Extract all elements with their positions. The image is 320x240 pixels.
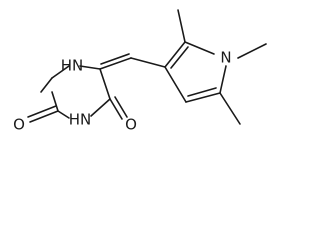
bond-methine-c3 <box>130 57 166 68</box>
bond-c4p-c3 <box>164 66 187 103</box>
atom-label-o-left: O <box>13 116 25 134</box>
bond-c4-n3 <box>90 98 111 117</box>
bond-n3-c2 <box>57 110 70 119</box>
bond-c5p-c4p-double <box>187 87 217 97</box>
bond-c2-o-left-b <box>27 105 57 118</box>
atom-label-nh-bottom: HN <box>69 111 92 129</box>
bond-n1-ring <box>79 65 101 70</box>
bond-n-c5p <box>219 65 227 94</box>
chemical-structure: HN HN O O N <box>13 9 267 134</box>
bond-c5-methine-a <box>99 57 132 70</box>
atom-label-n-pyrrole: N <box>220 49 231 67</box>
bond-c5-methine-b <box>100 53 130 65</box>
bond-n-methyl <box>237 43 267 59</box>
bond-c5p-c4p <box>185 92 221 103</box>
bond-n1-c5 <box>51 65 70 79</box>
bond-c4-o-right-b <box>114 96 128 118</box>
bond-c2p-n <box>184 41 215 55</box>
bond-c3-c2p-double <box>170 46 189 69</box>
atom-label-o-right: O <box>125 116 137 134</box>
bond-c4-o-right-a <box>109 98 123 120</box>
bond-c2-o-left-a <box>29 110 59 123</box>
atom-label-nh-top: HN <box>61 57 84 75</box>
bond-c5-c4 <box>99 68 111 100</box>
bond-c5p-methyl <box>219 92 241 125</box>
bond-c2p-methyl <box>177 9 186 43</box>
bond-c3-c2p <box>164 41 186 68</box>
bond-n1-c2 <box>40 77 53 93</box>
bond-c2-n1 <box>51 91 59 112</box>
